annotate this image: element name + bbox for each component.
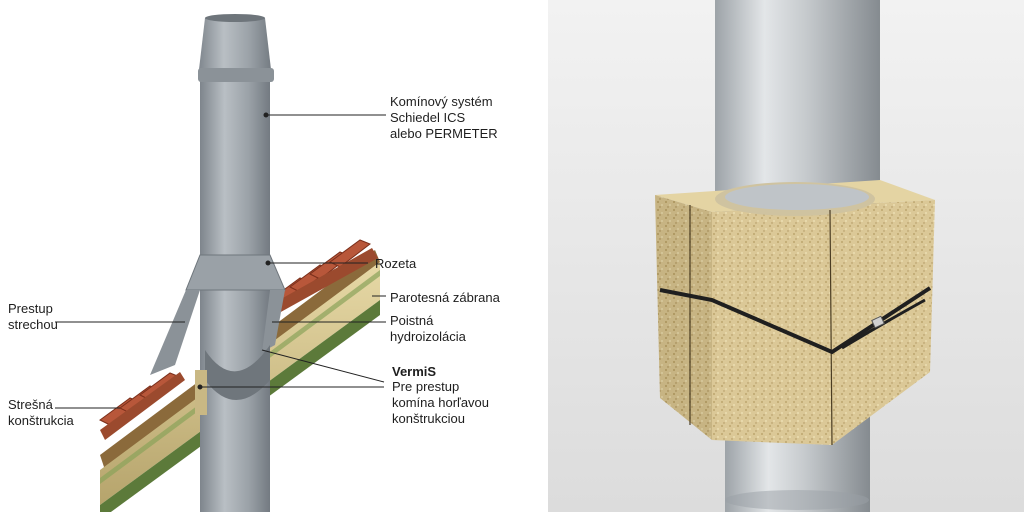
label-poistna-hydroizolacia: Poistná hydroizolácia: [390, 313, 466, 344]
label-vermis-description: Pre prestup komína horľavou konštrukciou: [392, 379, 490, 426]
rozeta-cone: [185, 254, 286, 291]
label-parotesna-zabrana: Parotesná zábrana: [390, 290, 500, 305]
chimney-pipe: [198, 14, 274, 512]
label-rozeta: Rozeta: [375, 256, 417, 271]
roof-sleeve: [150, 290, 285, 400]
label-chimney-system: Komínový systém Schiedel ICS alebo PERME…: [390, 94, 498, 141]
right-render: [548, 0, 1024, 512]
upper-steel-pipe: [715, 0, 880, 215]
label-prestup-strechou: Prestup strechou: [8, 301, 58, 332]
label-stresna-konstrukcia: Strešná konštrukcia: [8, 397, 74, 428]
vermis-block: [195, 370, 207, 415]
label-vermis-title: VermiS: [392, 364, 437, 379]
left-diagram: [55, 14, 386, 512]
leader-lines: [55, 112, 386, 409]
vermis-insulation-block: [655, 180, 935, 446]
